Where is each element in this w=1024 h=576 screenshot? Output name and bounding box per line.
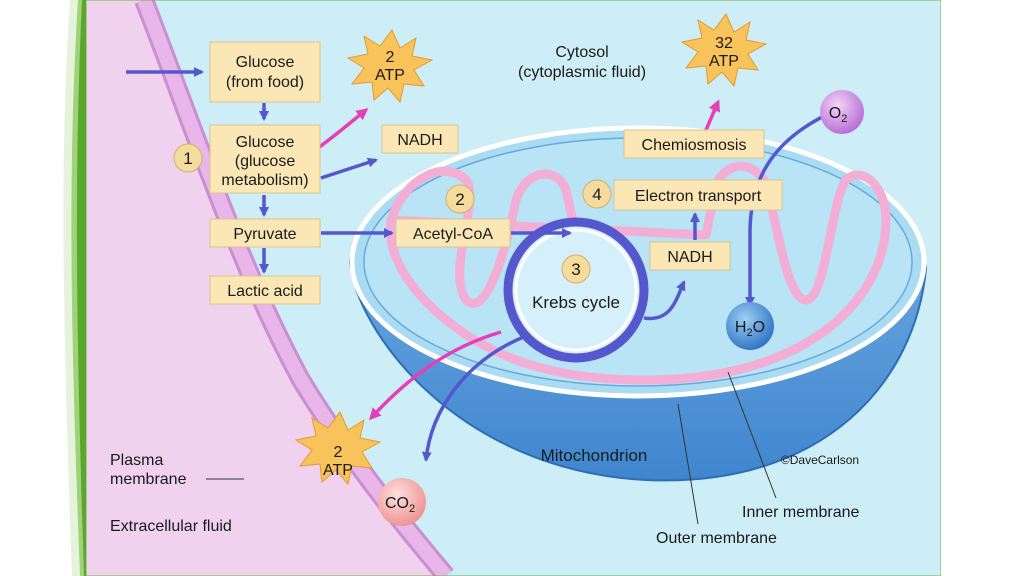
glucose-food-sub: (from food) <box>226 74 304 91</box>
atp-right-count: 32 <box>715 35 733 52</box>
atp-bottom-count: 2 <box>334 444 343 461</box>
acetyl-coa-label: Acetyl-CoA <box>413 226 493 243</box>
co2-molecule: CO2 <box>378 478 426 526</box>
h2o-subscript: 2 <box>746 327 752 339</box>
nadh-top-box <box>381 124 459 154</box>
glucose-met-label: Glucose <box>236 134 295 151</box>
step-3-label: 3 <box>571 260 580 279</box>
co2-subscript: 2 <box>409 503 415 515</box>
electron-transport-label: Electron transport <box>635 188 762 205</box>
h2o-molecule: H2O <box>726 302 774 350</box>
inner-membrane-leader <box>727 371 777 499</box>
nadh-mid-label: NADH <box>667 249 712 266</box>
lactic-acid-label: Lactic acid <box>227 283 303 300</box>
cellular-respiration-diagram: Glucose (from food) Glucose (glucose met… <box>86 0 941 576</box>
svg-text:CO2: CO2 <box>385 495 415 515</box>
h2o-o: O <box>753 319 765 336</box>
co2-symbol: CO <box>385 495 409 512</box>
h2o-h: H <box>735 319 747 336</box>
step-3-badge <box>561 254 591 284</box>
pyruvate-box <box>209 218 321 248</box>
atp-star-top: 2 ATP <box>346 29 434 104</box>
krebs-cycle-label: Krebs cycle <box>532 293 620 312</box>
o2-symbol: O <box>829 105 841 122</box>
atp-star-bottom: 2 ATP <box>294 411 382 486</box>
atp-arrows <box>316 99 720 421</box>
svg-text:H2O: H2O <box>735 319 765 339</box>
acetyl-coa-box <box>395 218 511 248</box>
step-4-badge <box>582 179 612 209</box>
glucose-food-box <box>209 41 321 103</box>
chemiosmosis-box <box>623 129 765 159</box>
outer-membrane-label: Outer membrane <box>656 530 777 547</box>
glucose-met-sub2: metabolism) <box>221 172 308 189</box>
step-2-badge <box>445 184 475 214</box>
glucose-food-label: Glucose <box>236 54 295 71</box>
nadh-top-label: NADH <box>397 132 442 149</box>
mitochondrion-label: Mitochondrion <box>541 446 648 465</box>
electron-transport-box <box>613 179 783 211</box>
inner-membrane-label: Inner membrane <box>742 504 859 521</box>
step-4-label: 4 <box>592 185 601 204</box>
cytosol-sublabel: (cytoplasmic fluid) <box>518 64 646 81</box>
pyruvate-label: Pyruvate <box>233 226 296 243</box>
glucose-met-sub1: (glucose <box>235 153 296 170</box>
atp-top-count: 2 <box>386 49 395 66</box>
cristae <box>385 161 891 385</box>
lactic-acid-box <box>209 275 321 305</box>
extracellular-fluid-label: Extracellular fluid <box>110 518 232 535</box>
chemiosmosis-label: Chemiosmosis <box>642 137 747 154</box>
atp-right-label: ATP <box>709 53 739 70</box>
glucose-metabolism-box <box>209 124 321 194</box>
atp-top-label: ATP <box>375 67 405 84</box>
o2-subscript: 2 <box>841 113 847 125</box>
svg-text:O2: O2 <box>829 105 848 125</box>
step-1-label: 1 <box>183 149 192 168</box>
plasma-membrane-label: Plasma <box>110 452 163 469</box>
atp-star-right: 32 ATP <box>680 13 768 88</box>
o2-molecule: O2 <box>820 90 864 134</box>
credit-label: ©DaveCarlson <box>781 453 859 467</box>
slide-frame-decoration <box>0 0 86 576</box>
plasma-membrane-label-2: membrane <box>110 471 187 488</box>
nadh-mid-box <box>649 241 731 271</box>
step-1-badge <box>173 143 203 173</box>
cytosol-label: Cytosol <box>555 44 608 61</box>
flow-arrows <box>126 67 827 462</box>
step-2-label: 2 <box>455 190 464 209</box>
atp-bottom-label: ATP <box>323 462 353 479</box>
outer-membrane-leader <box>677 403 699 525</box>
extracellular-region <box>86 0 446 576</box>
